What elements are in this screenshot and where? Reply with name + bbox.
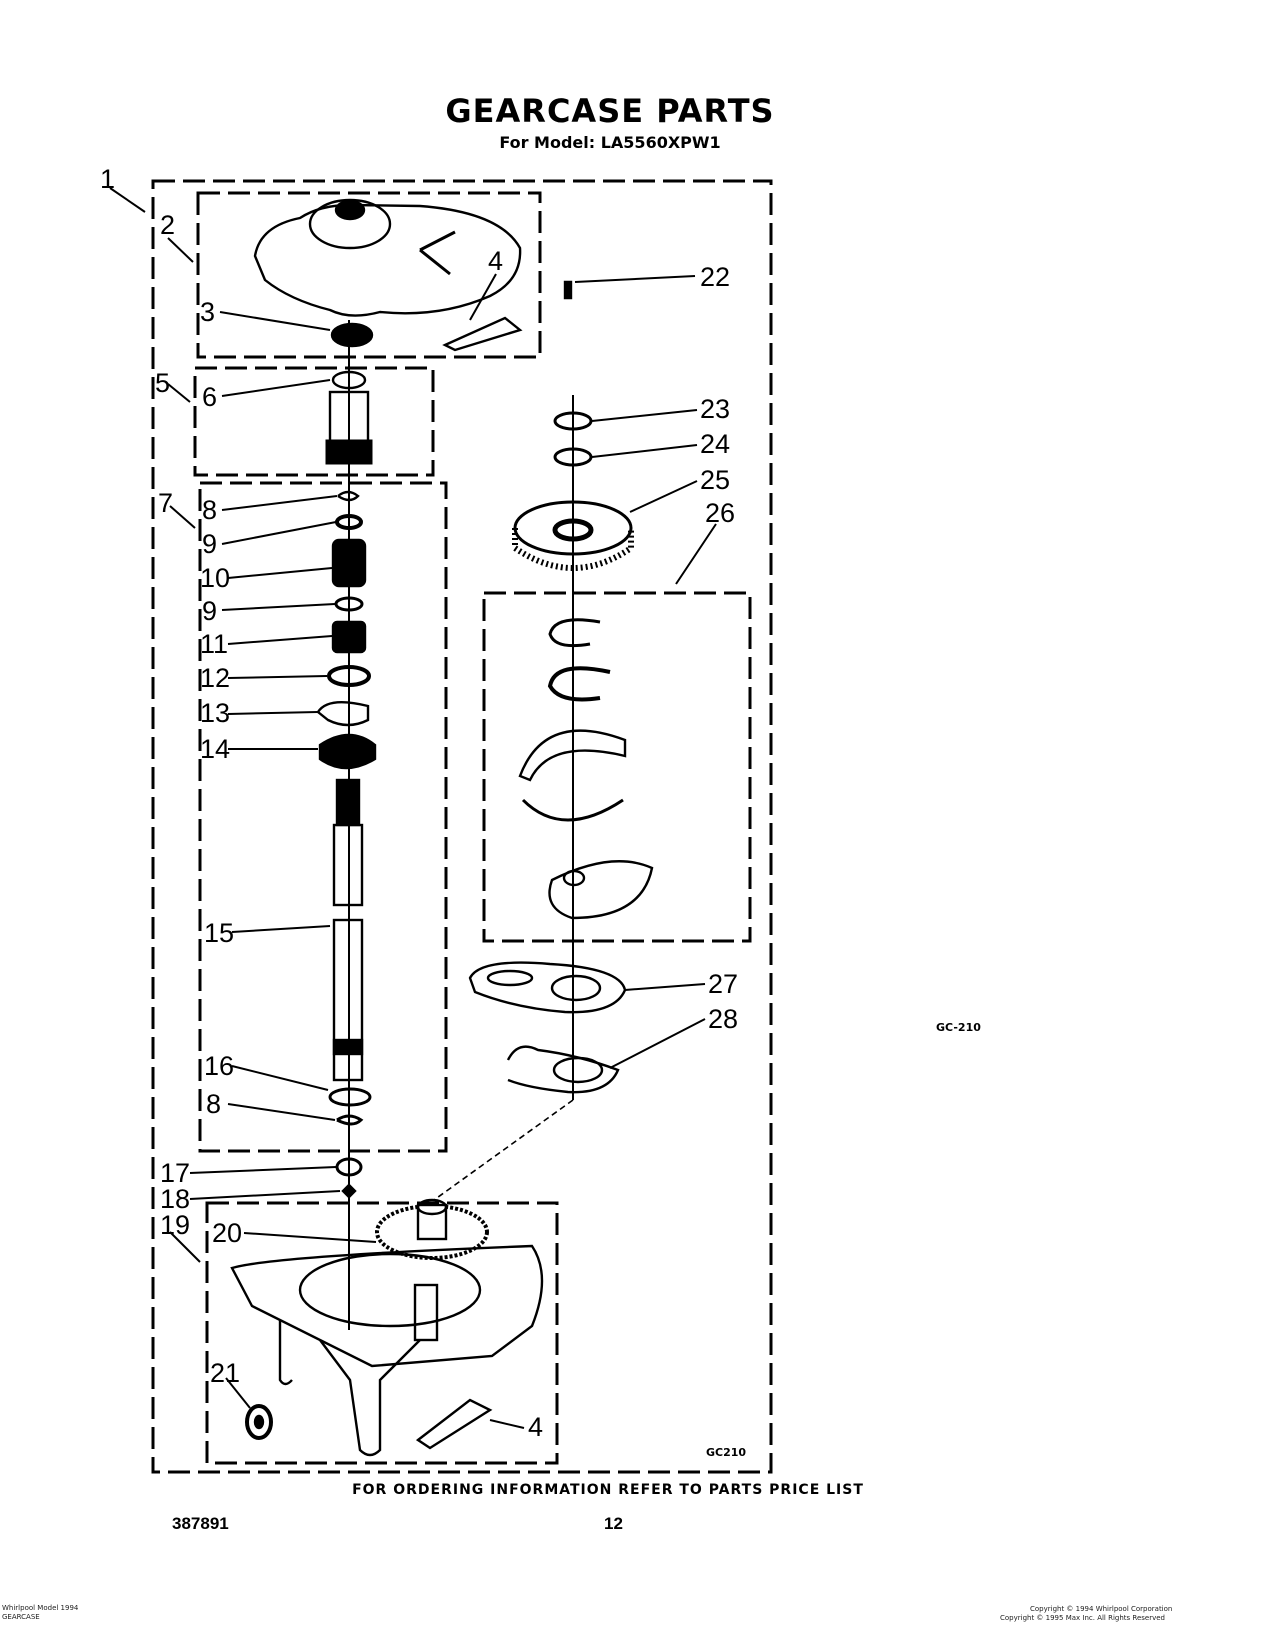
callout-22: 22 <box>700 262 731 292</box>
grease-tube-part-4b <box>415 1398 493 1450</box>
footer-left-line-2: GEARCASE <box>2 1613 40 1621</box>
clutch-spring-part <box>548 618 601 648</box>
figure-code-inner: GC210 <box>706 1446 747 1459</box>
washer-part-12 <box>327 665 371 687</box>
callout-26: 26 <box>705 498 736 528</box>
callout-13: 13 <box>200 698 231 728</box>
gearcase-housing-part-19 <box>230 1244 544 1457</box>
pinion-assembly-box-5 <box>193 366 435 477</box>
washer-part-9b <box>334 596 364 612</box>
clutch-plate-part <box>548 860 654 920</box>
page-number: 12 <box>604 1514 623 1533</box>
callout-3: 3 <box>200 297 216 327</box>
retaining-ring-8b <box>336 1114 364 1126</box>
callout-2: 2 <box>160 210 176 240</box>
shaft-part-15 <box>332 778 364 1082</box>
drive-arm-part-27 <box>468 961 627 1014</box>
callout-1: 1 <box>100 164 116 194</box>
bearing-part-11 <box>331 620 367 654</box>
callout-14: 14 <box>200 734 231 764</box>
gear-part-20 <box>375 1198 489 1260</box>
bearing-part-3 <box>330 322 374 348</box>
callout-18: 18 <box>160 1184 191 1214</box>
pinion-part-6 <box>325 370 373 465</box>
footer-right-line-1: Copyright © 1994 Whirlpool Corporation <box>1030 1605 1173 1613</box>
clutch-band-part <box>547 666 611 702</box>
callout-4-bottom: 4 <box>528 1412 544 1442</box>
gearcase-box-19 <box>205 1201 559 1465</box>
callout-5: 5 <box>155 368 171 398</box>
callout-24: 24 <box>700 429 731 459</box>
seal-part-17 <box>335 1157 363 1177</box>
callout-21: 21 <box>210 1358 241 1388</box>
brake-arm-part <box>518 729 627 782</box>
callout-27: 27 <box>708 969 739 999</box>
gear-part-14 <box>318 733 377 770</box>
model-subtitle: For Model: LA5560XPW1 <box>499 133 721 152</box>
callout-4-top: 4 <box>488 246 504 276</box>
callout-11: 11 <box>200 629 229 659</box>
callout-10: 10 <box>200 563 231 593</box>
ball-part-18 <box>341 1183 357 1199</box>
outer-assembly-box-1 <box>151 179 773 1474</box>
shaft-assembly-box-7 <box>198 481 448 1153</box>
spring-part-10 <box>331 538 367 588</box>
screw-part-22 <box>563 280 573 300</box>
callout-6: 6 <box>202 382 218 412</box>
callout-25: 25 <box>700 465 731 495</box>
callout-28: 28 <box>708 1004 739 1034</box>
grease-tube-part-4 <box>442 316 523 352</box>
gearcase-cover-part <box>253 198 522 317</box>
callout-7: 7 <box>158 488 174 518</box>
cam-part-13 <box>316 700 370 727</box>
bracket-part-28 <box>506 1045 620 1094</box>
callout-16: 16 <box>204 1051 235 1081</box>
assembly-group-boxes <box>151 179 773 1474</box>
callout-12: 12 <box>200 663 231 693</box>
callout-19: 19 <box>160 1210 191 1240</box>
page-title: GEARCASE PARTS <box>445 92 775 130</box>
washer-part-9a <box>335 514 363 530</box>
callout-23: 23 <box>700 394 731 424</box>
cover-assembly-box-2 <box>196 191 542 359</box>
washer-part-24 <box>553 447 593 467</box>
wheel-part-21 <box>245 1404 273 1440</box>
callout-9-bottom: 9 <box>202 596 218 626</box>
footer-left-line-1: Whirlpool Model 1994 <box>2 1604 79 1612</box>
callout-17: 17 <box>160 1158 191 1188</box>
ordering-note: FOR ORDERING INFORMATION REFER TO PARTS … <box>352 1482 864 1498</box>
retaining-ring-8 <box>337 490 360 502</box>
document-number: 387891 <box>172 1514 229 1533</box>
callout-8-top: 8 <box>202 495 218 525</box>
washer-part-23 <box>553 411 593 431</box>
callout-15: 15 <box>204 918 235 948</box>
clutch-assembly-box-26 <box>482 591 752 943</box>
figure-code-side: GC-210 <box>936 1021 981 1034</box>
callout-8-bottom: 8 <box>206 1089 222 1119</box>
gear-part-25 <box>512 500 634 571</box>
callout-20: 20 <box>212 1218 243 1248</box>
footer-right-line-2: Copyright © 1995 Max Inc. All Rights Res… <box>1000 1614 1165 1622</box>
washer-part-16 <box>328 1087 372 1107</box>
callout-9-top: 9 <box>202 529 218 559</box>
